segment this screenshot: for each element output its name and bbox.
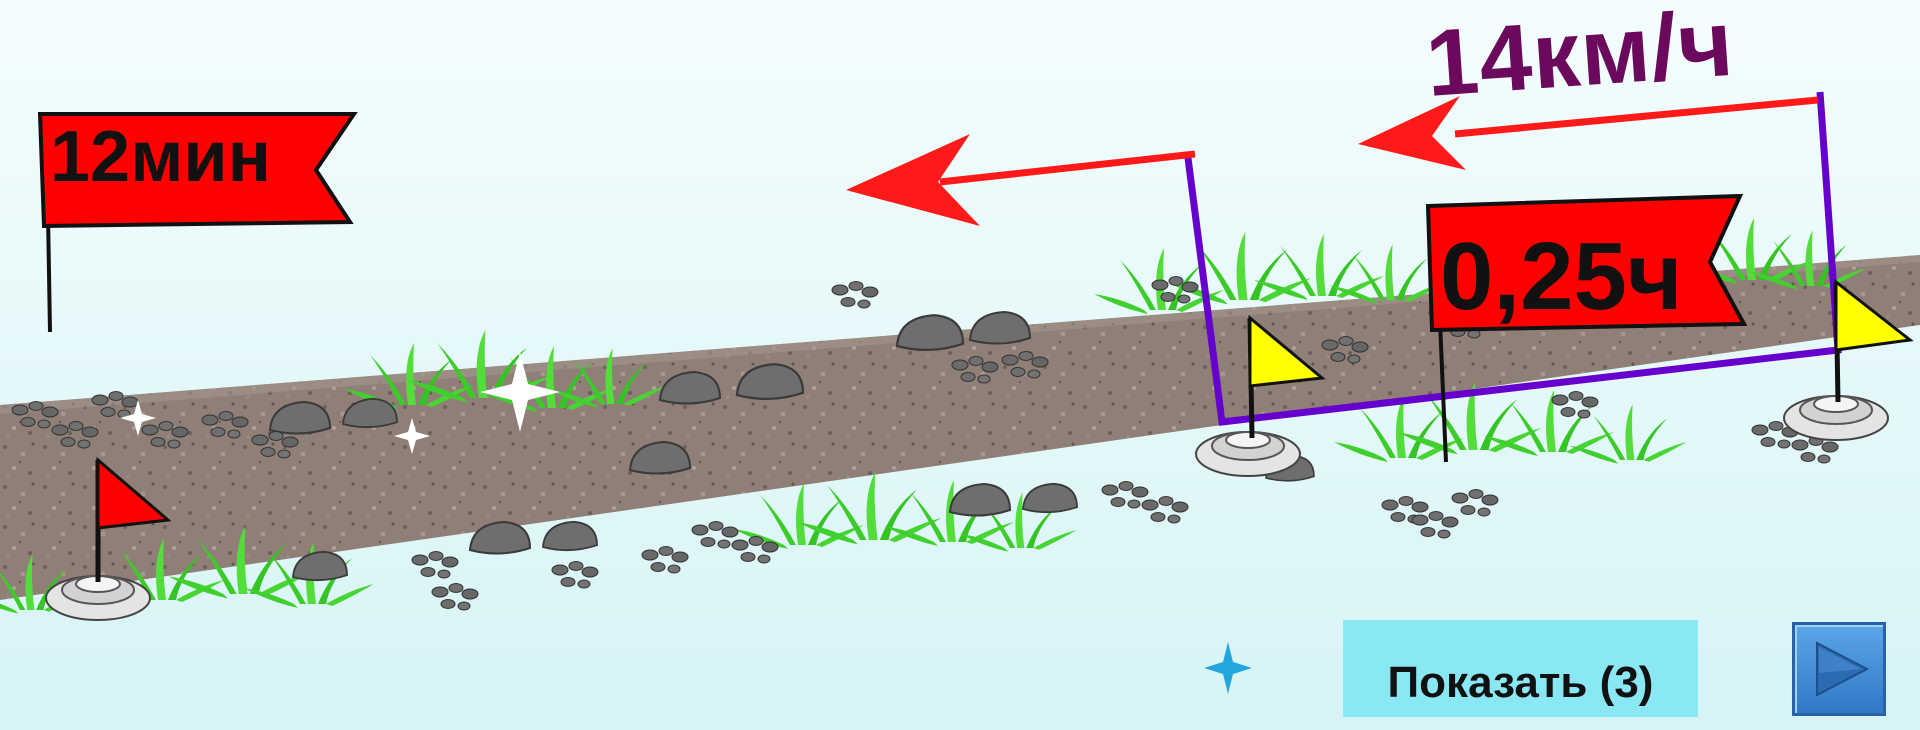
time-flag [1425, 193, 1748, 463]
arrow-left-icon [846, 134, 1196, 226]
show-button[interactable]: Показать (3) [1343, 620, 1698, 717]
next-button[interactable] [1792, 622, 1886, 716]
yellow-marker-flag [1195, 314, 1326, 477]
start-flag-label: 12мин [50, 117, 272, 197]
sparkle-icons [120, 352, 1252, 694]
arrow-left-icon [1358, 96, 1819, 170]
start-flag [37, 112, 358, 333]
red-marker-flag [45, 456, 172, 621]
yellow-marker-flag [1783, 278, 1914, 441]
play-triangle-icon [1816, 641, 1870, 697]
show-button-label: Показать (3) [1387, 657, 1654, 707]
distance-bracket [1184, 91, 1842, 426]
time-flag-label: 0,25ч [1440, 223, 1683, 330]
